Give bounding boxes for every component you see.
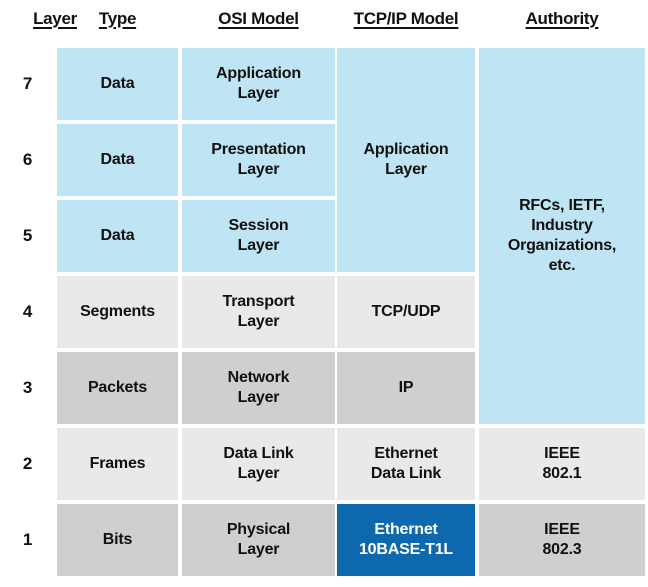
authority-cell-layer-1-line-2: 802.3 bbox=[542, 541, 582, 558]
tcpip-cell-layer-2-line-1: Ethernet bbox=[374, 445, 438, 462]
authority-cell-standards-bodies-line-3: Organizations, bbox=[507, 237, 617, 254]
tcpip-cell-application-layer-line-1: Application bbox=[363, 141, 449, 158]
authority-cell-standards-bodies-line-4: etc. bbox=[548, 257, 576, 274]
osi-cell-layer-6: Presentation Layer bbox=[182, 124, 335, 196]
authority-cell-standards-bodies: RFCs, IETF, Industry Organizations, etc. bbox=[479, 48, 645, 424]
osi-cell-layer-3-line-2: Layer bbox=[237, 389, 280, 406]
osi-cell-layer-4-line-1: Transport bbox=[222, 293, 295, 310]
tcpip-cell-layer-2: Ethernet Data Link bbox=[337, 428, 475, 500]
type-cell-layer-5: Data bbox=[57, 200, 178, 272]
type-cell-layer-3: Packets bbox=[57, 352, 178, 424]
column-header-osi: OSI Model bbox=[218, 9, 299, 28]
osi-cell-layer-2-line-2: Layer bbox=[237, 465, 280, 482]
tcpip-cell-layer-1-highlighted: Ethernet 10BASE-T1L bbox=[337, 504, 475, 576]
osi-cell-layer-7-line-2: Layer bbox=[237, 85, 280, 102]
column-header-type: Type bbox=[98, 9, 137, 28]
tcpip-cell-layer-2-line-2: Data Link bbox=[370, 465, 442, 482]
tcpip-cell-layer-1-line-2: 10BASE-T1L bbox=[358, 541, 454, 558]
osi-cell-layer-1: Physical Layer bbox=[182, 504, 335, 576]
type-cell-layer-6: Data bbox=[57, 124, 178, 196]
layer-number-7: 7 bbox=[22, 74, 33, 94]
authority-cell-layer-1: IEEE 802.3 bbox=[479, 504, 645, 576]
osi-cell-layer-5-line-1: Session bbox=[228, 217, 289, 234]
layer-number-6: 6 bbox=[22, 150, 33, 170]
layer-number-1: 1 bbox=[22, 530, 33, 550]
osi-cell-layer-2: Data Link Layer bbox=[182, 428, 335, 500]
osi-cell-layer-1-line-2: Layer bbox=[237, 541, 280, 558]
authority-cell-standards-bodies-line-2: Industry bbox=[531, 217, 593, 234]
tcpip-cell-application-layer: Application Layer bbox=[337, 48, 475, 272]
osi-cell-layer-7: Application Layer bbox=[182, 48, 335, 120]
osi-cell-layer-2-line-1: Data Link bbox=[223, 445, 294, 462]
layer-number-5: 5 bbox=[22, 226, 33, 246]
layer-number-2: 2 bbox=[22, 454, 33, 474]
column-header-tcpip: TCP/IP Model bbox=[353, 9, 459, 28]
table-header-row: Layer Type OSI Model TCP/IP Model Author… bbox=[0, 0, 648, 44]
authority-cell-layer-2-line-2: 802.1 bbox=[542, 465, 582, 482]
tcpip-cell-layer-4: TCP/UDP bbox=[337, 276, 475, 348]
authority-cell-layer-2-line-1: IEEE bbox=[544, 445, 580, 462]
tcpip-cell-layer-1-line-1: Ethernet bbox=[374, 521, 438, 538]
osi-cell-layer-7-line-1: Application bbox=[216, 65, 301, 82]
osi-cell-layer-3-line-1: Network bbox=[227, 369, 290, 386]
authority-cell-layer-2: IEEE 802.1 bbox=[479, 428, 645, 500]
layer-number-3: 3 bbox=[22, 378, 33, 398]
osi-cell-layer-5-line-2: Layer bbox=[237, 237, 280, 254]
type-cell-layer-2: Frames bbox=[57, 428, 178, 500]
column-header-layer: Layer bbox=[33, 9, 77, 28]
osi-cell-layer-6-line-1: Presentation bbox=[211, 141, 306, 158]
osi-cell-layer-3: Network Layer bbox=[182, 352, 335, 424]
osi-cell-layer-5: Session Layer bbox=[182, 200, 335, 272]
tcpip-cell-application-layer-line-2: Layer bbox=[385, 161, 427, 178]
type-cell-layer-7: Data bbox=[57, 48, 178, 120]
tcpip-cell-layer-3: IP bbox=[337, 352, 475, 424]
authority-cell-layer-1-line-1: IEEE bbox=[544, 521, 580, 538]
osi-cell-layer-6-line-2: Layer bbox=[237, 161, 280, 178]
table-body: 7 6 5 4 3 2 1 Data Data Data Segments Pa… bbox=[0, 44, 648, 587]
authority-cell-standards-bodies-line-1: RFCs, IETF, bbox=[519, 197, 605, 214]
osi-cell-layer-1-line-1: Physical bbox=[226, 521, 291, 538]
type-cell-layer-1: Bits bbox=[57, 504, 178, 576]
layer-number-4: 4 bbox=[22, 302, 33, 322]
osi-cell-layer-4: Transport Layer bbox=[182, 276, 335, 348]
type-cell-layer-4: Segments bbox=[57, 276, 178, 348]
column-header-authority: Authority bbox=[525, 9, 599, 28]
osi-cell-layer-4-line-2: Layer bbox=[237, 313, 280, 330]
